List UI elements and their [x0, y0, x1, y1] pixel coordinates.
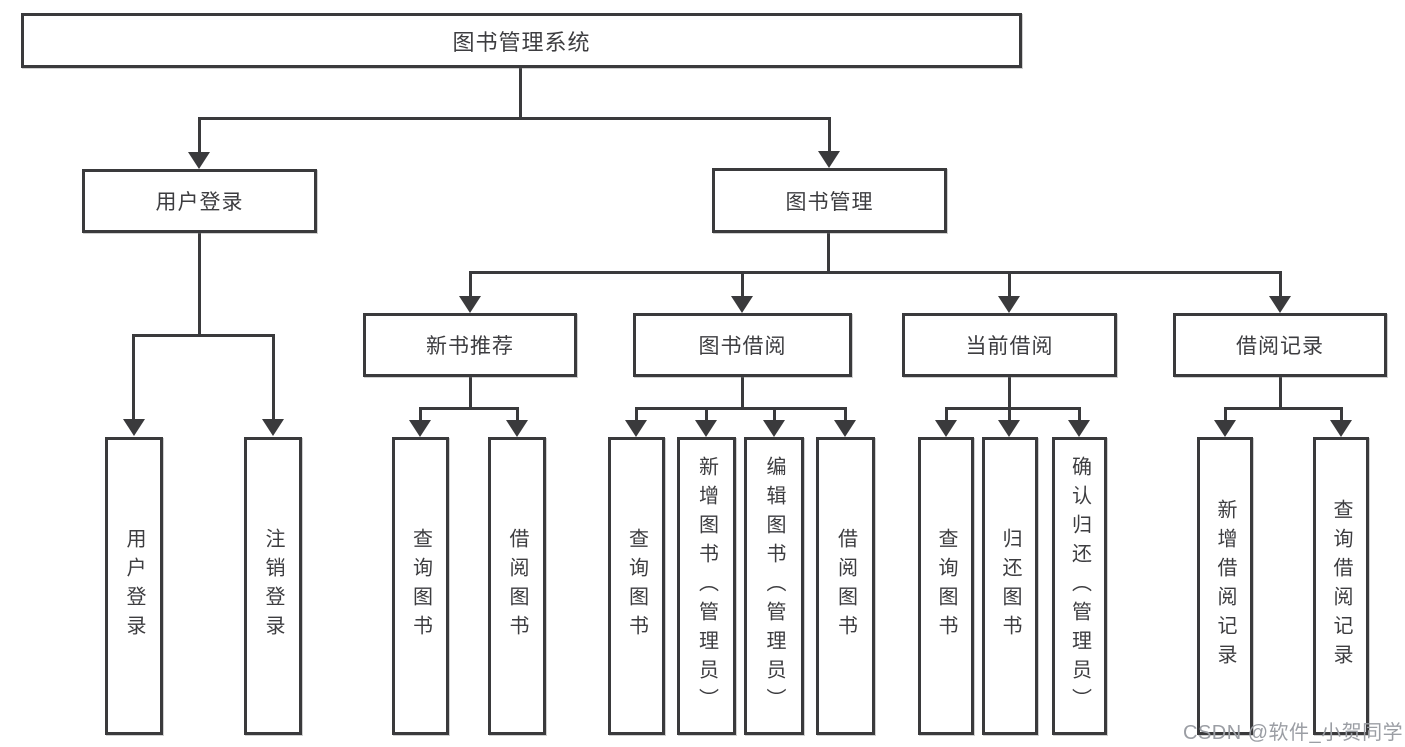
arrow-down-icon — [625, 420, 647, 437]
connector-user-login-drop — [198, 233, 201, 337]
leaf-user-login: 用户登录 — [105, 437, 163, 735]
connector-stem-bb-edit — [773, 407, 776, 421]
node-book-borrow: 图书借阅 — [633, 313, 852, 377]
arrow-down-icon — [834, 420, 856, 437]
connector-stem-nbr-query — [419, 407, 422, 421]
arrow-down-icon — [998, 296, 1020, 313]
leaf-bb-query-books: 查询图书 — [608, 437, 665, 735]
connector-stem-current-borrow — [1008, 271, 1011, 298]
arrow-down-icon — [935, 420, 957, 437]
connector-book-borrow-drop — [741, 377, 744, 410]
leaf-bb-add-books-admin: 新增图书（管理员） — [677, 437, 736, 735]
arrow-down-icon — [818, 151, 840, 168]
connector-level3 — [469, 271, 1282, 274]
connector-stem-cb-return — [1008, 407, 1011, 421]
connector-stem-book-mgmt — [828, 117, 831, 152]
connector-stem-book-borrow — [741, 271, 744, 298]
connector-stem-nbr-borrow — [516, 407, 519, 421]
node-book-mgmt: 图书管理 — [712, 168, 947, 233]
connector-stem-bb-borrow — [844, 407, 847, 421]
connector-stem-br-add — [1224, 407, 1227, 421]
arrow-down-icon — [1269, 296, 1291, 313]
connector-new-book-rec-drop — [469, 377, 472, 410]
node-book-borrow-label: 图书借阅 — [698, 335, 787, 358]
arrow-down-icon — [1068, 420, 1090, 437]
connector-new-book-rec-children — [419, 407, 519, 410]
connector-stem-borrow-record — [1279, 271, 1282, 298]
leaf-br-query-record-label: 查询借阅记录 — [1330, 499, 1352, 673]
arrow-down-icon — [123, 419, 145, 436]
leaf-logout: 注销登录 — [244, 437, 302, 735]
connector-stem-new-book-rec — [469, 271, 472, 298]
node-root: 图书管理系统 — [21, 13, 1022, 68]
leaf-cb-query-books: 查询图书 — [918, 437, 974, 735]
node-root-label: 图书管理系统 — [452, 29, 591, 55]
arrow-down-icon — [459, 296, 481, 313]
connector-stem-cb-confirm — [1078, 407, 1081, 421]
arrow-down-icon — [1330, 420, 1352, 437]
arrow-down-icon — [409, 420, 431, 437]
leaf-nbr-query-books-label: 查询图书 — [409, 528, 432, 644]
connector-stem-bb-add — [705, 407, 708, 421]
connector-borrow-record-children — [1224, 407, 1343, 410]
connector-stem-bb-query — [635, 407, 638, 421]
leaf-br-query-record: 查询借阅记录 — [1313, 437, 1369, 735]
connector-book-mgmt-drop — [827, 233, 830, 274]
node-current-borrow-label: 当前借阅 — [965, 335, 1054, 358]
leaf-user-login-label: 用户登录 — [123, 528, 145, 644]
arrow-down-icon — [998, 420, 1020, 437]
leaf-logout-label: 注销登录 — [262, 528, 284, 644]
connector-current-borrow-drop — [1008, 377, 1011, 410]
connector-stem-user-login — [198, 117, 201, 153]
leaf-br-add-record-label: 新增借阅记录 — [1214, 499, 1236, 673]
leaf-cb-return-books-label: 归还图书 — [999, 528, 1021, 644]
leaf-nbr-borrow-books-label: 借阅图书 — [506, 528, 528, 644]
leaf-nbr-query-books: 查询图书 — [392, 437, 449, 735]
leaf-bb-edit-books-admin: 编辑图书（管理员） — [744, 437, 804, 735]
node-new-book-rec-label: 新书推荐 — [426, 335, 514, 358]
node-book-mgmt-label: 图书管理 — [785, 190, 874, 214]
node-current-borrow: 当前借阅 — [902, 313, 1117, 377]
leaf-bb-borrow-books: 借阅图书 — [816, 437, 875, 735]
leaf-bb-add-books-admin-label: 新增图书（管理员） — [695, 455, 718, 717]
connector-user-login-children — [132, 334, 275, 337]
node-borrow-record-label: 借阅记录 — [1236, 335, 1324, 358]
connector-stem-leaf-logout — [272, 334, 275, 420]
arrow-down-icon — [506, 420, 528, 437]
connector-stem-cb-query — [945, 407, 948, 421]
leaf-cb-query-books-label: 查询图书 — [935, 528, 957, 644]
node-user-login-label: 用户登录 — [155, 191, 244, 214]
connector-borrow-record-drop — [1279, 377, 1282, 410]
arrow-down-icon — [695, 420, 717, 437]
arrow-down-icon — [262, 419, 284, 436]
node-new-book-rec: 新书推荐 — [363, 313, 577, 377]
node-user-login: 用户登录 — [82, 169, 317, 233]
connector-level2 — [198, 117, 831, 120]
csdn-watermark: CSDN @软件_小贺同学 — [1183, 722, 1404, 744]
leaf-cb-confirm-return-admin-label: 确认归还（管理员） — [1068, 455, 1091, 717]
leaf-br-add-record: 新增借阅记录 — [1197, 437, 1253, 735]
leaf-cb-return-books: 归还图书 — [982, 437, 1038, 735]
connector-stem-br-query — [1340, 407, 1343, 421]
leaf-cb-confirm-return-admin: 确认归还（管理员） — [1052, 437, 1107, 735]
leaf-bb-query-books-label: 查询图书 — [625, 528, 648, 644]
arrow-down-icon — [763, 420, 785, 437]
arrow-down-icon — [1214, 420, 1236, 437]
connector-current-borrow-children — [945, 407, 1081, 410]
arrow-down-icon — [731, 296, 753, 313]
connector-stem-leaf-user-login — [132, 334, 135, 420]
connector-root-drop — [519, 66, 522, 119]
node-borrow-record: 借阅记录 — [1173, 313, 1387, 377]
leaf-bb-borrow-books-label: 借阅图书 — [834, 528, 857, 644]
arrow-down-icon — [188, 152, 210, 169]
leaf-nbr-borrow-books: 借阅图书 — [488, 437, 546, 735]
connector-book-borrow-children — [635, 407, 847, 410]
leaf-bb-edit-books-admin-label: 编辑图书（管理员） — [763, 455, 785, 717]
